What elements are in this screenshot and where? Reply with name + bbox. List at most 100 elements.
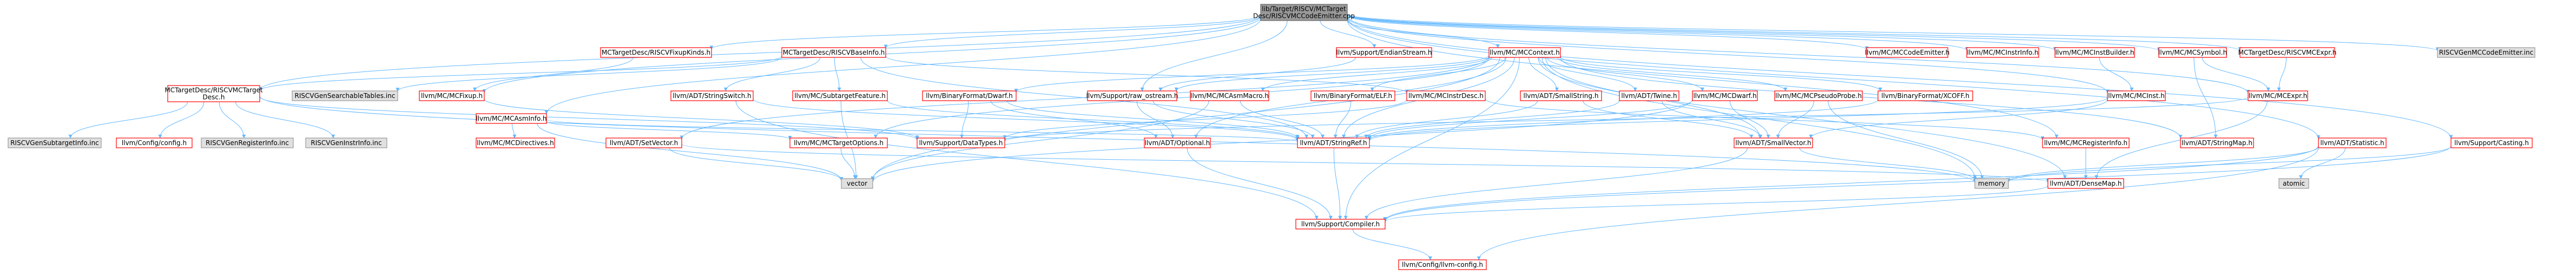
- node-label: llvm/BinaryFormat/Dwarf.h: [926, 92, 1013, 100]
- node-box: [2318, 138, 2387, 148]
- edge-mctd_mctargetdesc-to-support_datatypes: [259, 96, 919, 141]
- node-label: llvm/MC/MCAsmMacro.h: [1190, 92, 1269, 100]
- edge-mc_context-to-std_vector: [871, 57, 1500, 181]
- node-label: llvm/ADT/SmallString.h: [1524, 92, 1599, 100]
- node-mc_asminfo[interactable]: llvm/MC/MCAsmInfo.h: [476, 113, 547, 124]
- node-label: Desc/RISCVMCCodeEmitter.cpp: [1253, 12, 1355, 20]
- node-bf_dwarf[interactable]: llvm/BinaryFormat/Dwarf.h: [922, 90, 1017, 101]
- node-mc_instrdesc[interactable]: llvm/MC/MCInstrDesc.h: [1406, 90, 1486, 101]
- node-mc_directives[interactable]: llvm/MC/MCDirectives.h: [476, 138, 555, 148]
- node-label: RISCVGenSearchableTables.inc: [295, 92, 396, 100]
- edge-mctd_mctargetdesc-to-riscv_reginfo_inc: [219, 101, 246, 139]
- node-adt_optional[interactable]: llvm/ADT/Optional.h: [1144, 138, 1211, 148]
- node-bf_elf[interactable]: llvm/BinaryFormat/ELF.h: [1310, 90, 1395, 101]
- node-support_casting[interactable]: llvm/Support/Casting.h: [2450, 138, 2533, 148]
- node-label: memory: [1978, 180, 2005, 187]
- node-riscv_reginfo_inc: RISCVGenRegisterInfo.inc: [201, 138, 294, 148]
- node-box: [476, 113, 547, 124]
- node-box: [841, 178, 873, 189]
- edge-mc_context-to-support_compiler: [1343, 57, 1520, 220]
- node-label: llvm/MC/MCDirectives.h: [477, 139, 554, 147]
- edge-mc_context-to-support_rawostream: [1174, 56, 1490, 91]
- node-riscv_instrinfo_inc: RISCVGenInstrInfo.inc: [305, 138, 387, 148]
- node-mc_inst[interactable]: llvm/MC/MCInst.h: [2107, 90, 2166, 101]
- node-adt_twine[interactable]: llvm/ADT/Twine.h: [1619, 90, 1679, 101]
- node-box: [1774, 90, 1863, 101]
- node-mctd_baseinfo[interactable]: MCTargetDesc/RISCVBaseInfo.h: [781, 47, 886, 58]
- node-mc_fixup[interactable]: llvm/MC/MCFixup.h: [419, 90, 485, 101]
- edge-mctd_mctargetdesc-to-riscv_instrinfo_inc: [235, 101, 335, 139]
- node-mc_mcdwarf[interactable]: llvm/MC/MCDwarf.h: [1692, 90, 1758, 101]
- edge-adt_setvector-to-std_vector: [669, 147, 844, 181]
- node-mc_pseudoprobe[interactable]: llvm/MC/MCPseudoProbe.h: [1774, 90, 1863, 101]
- header-nodes: lib/Target/RISCV/MCTargetDesc/RISCVMCCod…: [8, 4, 2535, 270]
- edge-adt_optional-to-support_compiler: [1187, 147, 1333, 220]
- node-adt_smallstring[interactable]: llvm/ADT/SmallString.h: [1520, 90, 1602, 101]
- node-adt_stringref[interactable]: llvm/ADT/StringRef.h: [1297, 138, 1370, 148]
- node-riscv_codeemitter_inc: RISCVGenMCCodeEmitter.inc: [2437, 47, 2535, 58]
- node-adt_stringmap[interactable]: llvm/ADT/StringMap.h: [2180, 138, 2254, 148]
- node-mc_symbol[interactable]: llvm/MC/MCSymbol.h: [2158, 47, 2227, 58]
- node-config_llvmconfig[interactable]: llvm/Config/llvm-config.h: [1398, 259, 1487, 270]
- edge-support_casting-to-std_memory: [2006, 146, 2452, 183]
- edge-mc_context-to-bf_xcoff: [1560, 56, 1882, 91]
- edge-mc_context-to-mc_pseudoprobe: [1557, 57, 1788, 91]
- edge-mc_asmmacro-to-std_vector: [871, 100, 1209, 180]
- edge-bf_elf-to-adt_stringref: [1333, 100, 1352, 139]
- node-mc_targetoptions[interactable]: llvm/MC/MCTargetOptions.h: [789, 138, 888, 148]
- edge-support_casting-to-support_compiler: [1383, 146, 2452, 221]
- node-support_rawostream[interactable]: llvm/Support/raw_ostream.h: [1086, 90, 1178, 101]
- node-mc_expr[interactable]: llvm/MC/MCExpr.h: [2248, 90, 2308, 101]
- edge-adt_twine-to-adt_stringref: [1364, 100, 1620, 139]
- node-label: llvm/ADT/DenseMap.h: [2050, 180, 2122, 187]
- node-box: [1260, 4, 1348, 21]
- node-mc_instbuilder[interactable]: llvm/MC/MCInstBuilder.h: [2054, 47, 2135, 58]
- node-mctd_fixupkinds[interactable]: MCTargetDesc/RISCVFixupKinds.h: [600, 47, 712, 58]
- edge-mc_context-to-adt_twine: [1538, 57, 1637, 91]
- node-label: llvm/MC/MCFixup.h: [421, 92, 483, 100]
- node-mc_registerinfo[interactable]: llvm/MC/MCRegisterInfo.h: [2042, 138, 2130, 148]
- node-box: [600, 47, 712, 58]
- node-label: llvm/Support/DataTypes.h: [919, 139, 1003, 147]
- node-mc_subtargetfeature[interactable]: llvm/MC/SubtargetFeature.h: [792, 90, 888, 101]
- edge-mc_context-to-adt_setvector: [680, 56, 1490, 140]
- node-support_datatypes[interactable]: llvm/Support/DataTypes.h: [917, 138, 1005, 148]
- node-bf_xcoff[interactable]: llvm/BinaryFormat/XCOFF.h: [1877, 90, 1973, 101]
- edge-root-to-mctd_mcexpr: [1347, 14, 2242, 51]
- node-label: llvm/MC/MCAsmInfo.h: [476, 115, 546, 122]
- node-adt_smallvector[interactable]: llvm/ADT/SmallVector.h: [1734, 138, 1813, 148]
- node-label: RISCVGenRegisterInfo.inc: [206, 139, 289, 147]
- edge-mctd_mctargetdesc-to-config_config: [158, 101, 205, 139]
- edge-root-to-support_endian: [1320, 20, 1376, 48]
- edge-adt_stringswitch-to-adt_stringref: [753, 99, 1300, 141]
- node-support_endian[interactable]: llvm/Support/EndianStream.h: [1336, 47, 1432, 58]
- edge-adt_smallvector-to-std_memory: [1799, 147, 1977, 181]
- node-mctd_mcexpr[interactable]: MCTargetDesc/RISCVMCExpr.h: [2238, 47, 2337, 58]
- node-mc_asmmacro[interactable]: llvm/MC/MCAsmMacro.h: [1190, 90, 1269, 101]
- node-mc_codeemitter[interactable]: llvm/MC/MCCodeEmitter.h: [1865, 47, 1949, 58]
- edge-mc_context-to-std_memory: [1541, 57, 1977, 180]
- edge-support_compiler-to-config_llvmconfig: [1352, 228, 1432, 260]
- edge-mctd_mctargetdesc-to-riscv_subtarget_inc: [68, 101, 188, 139]
- node-box: [1966, 47, 2039, 58]
- node-riscv_searchable_inc: RISCVGenSearchableTables.inc: [292, 90, 398, 101]
- node-label: MCTargetDesc/RISCVMCTarget: [164, 87, 263, 94]
- edge-adt_smallstring-to-adt_smallvector: [1583, 100, 1754, 139]
- node-config_config[interactable]: llvm/Config/config.h: [116, 138, 193, 148]
- edge-mc_mcdwarf-to-std_vector: [871, 99, 1693, 182]
- node-box: [2107, 90, 2166, 101]
- node-adt_densemap[interactable]: llvm/ADT/DenseMap.h: [2047, 178, 2124, 189]
- edge-root-to-mc_asminfo: [544, 18, 1261, 115]
- node-support_compiler[interactable]: llvm/Support/Compiler.h: [1295, 219, 1386, 230]
- node-adt_stringswitch[interactable]: llvm/ADT/StringSwitch.h: [670, 90, 754, 101]
- node-label: llvm/ADT/StringRef.h: [1300, 139, 1367, 147]
- node-box: [1297, 138, 1370, 148]
- node-adt_setvector[interactable]: llvm/ADT/SetVector.h: [605, 138, 682, 148]
- node-mc_context[interactable]: llvm/MC/MCContext.h: [1488, 47, 1561, 58]
- node-mc_instrinfo[interactable]: llvm/MC/MCInstrInfo.h: [1966, 47, 2039, 58]
- edge-adt_densemap-to-support_compiler: [1383, 185, 2048, 222]
- node-adt_statistic[interactable]: llvm/ADT/Statistic.h: [2318, 138, 2387, 148]
- node-label: llvm/ADT/SetVector.h: [610, 139, 678, 147]
